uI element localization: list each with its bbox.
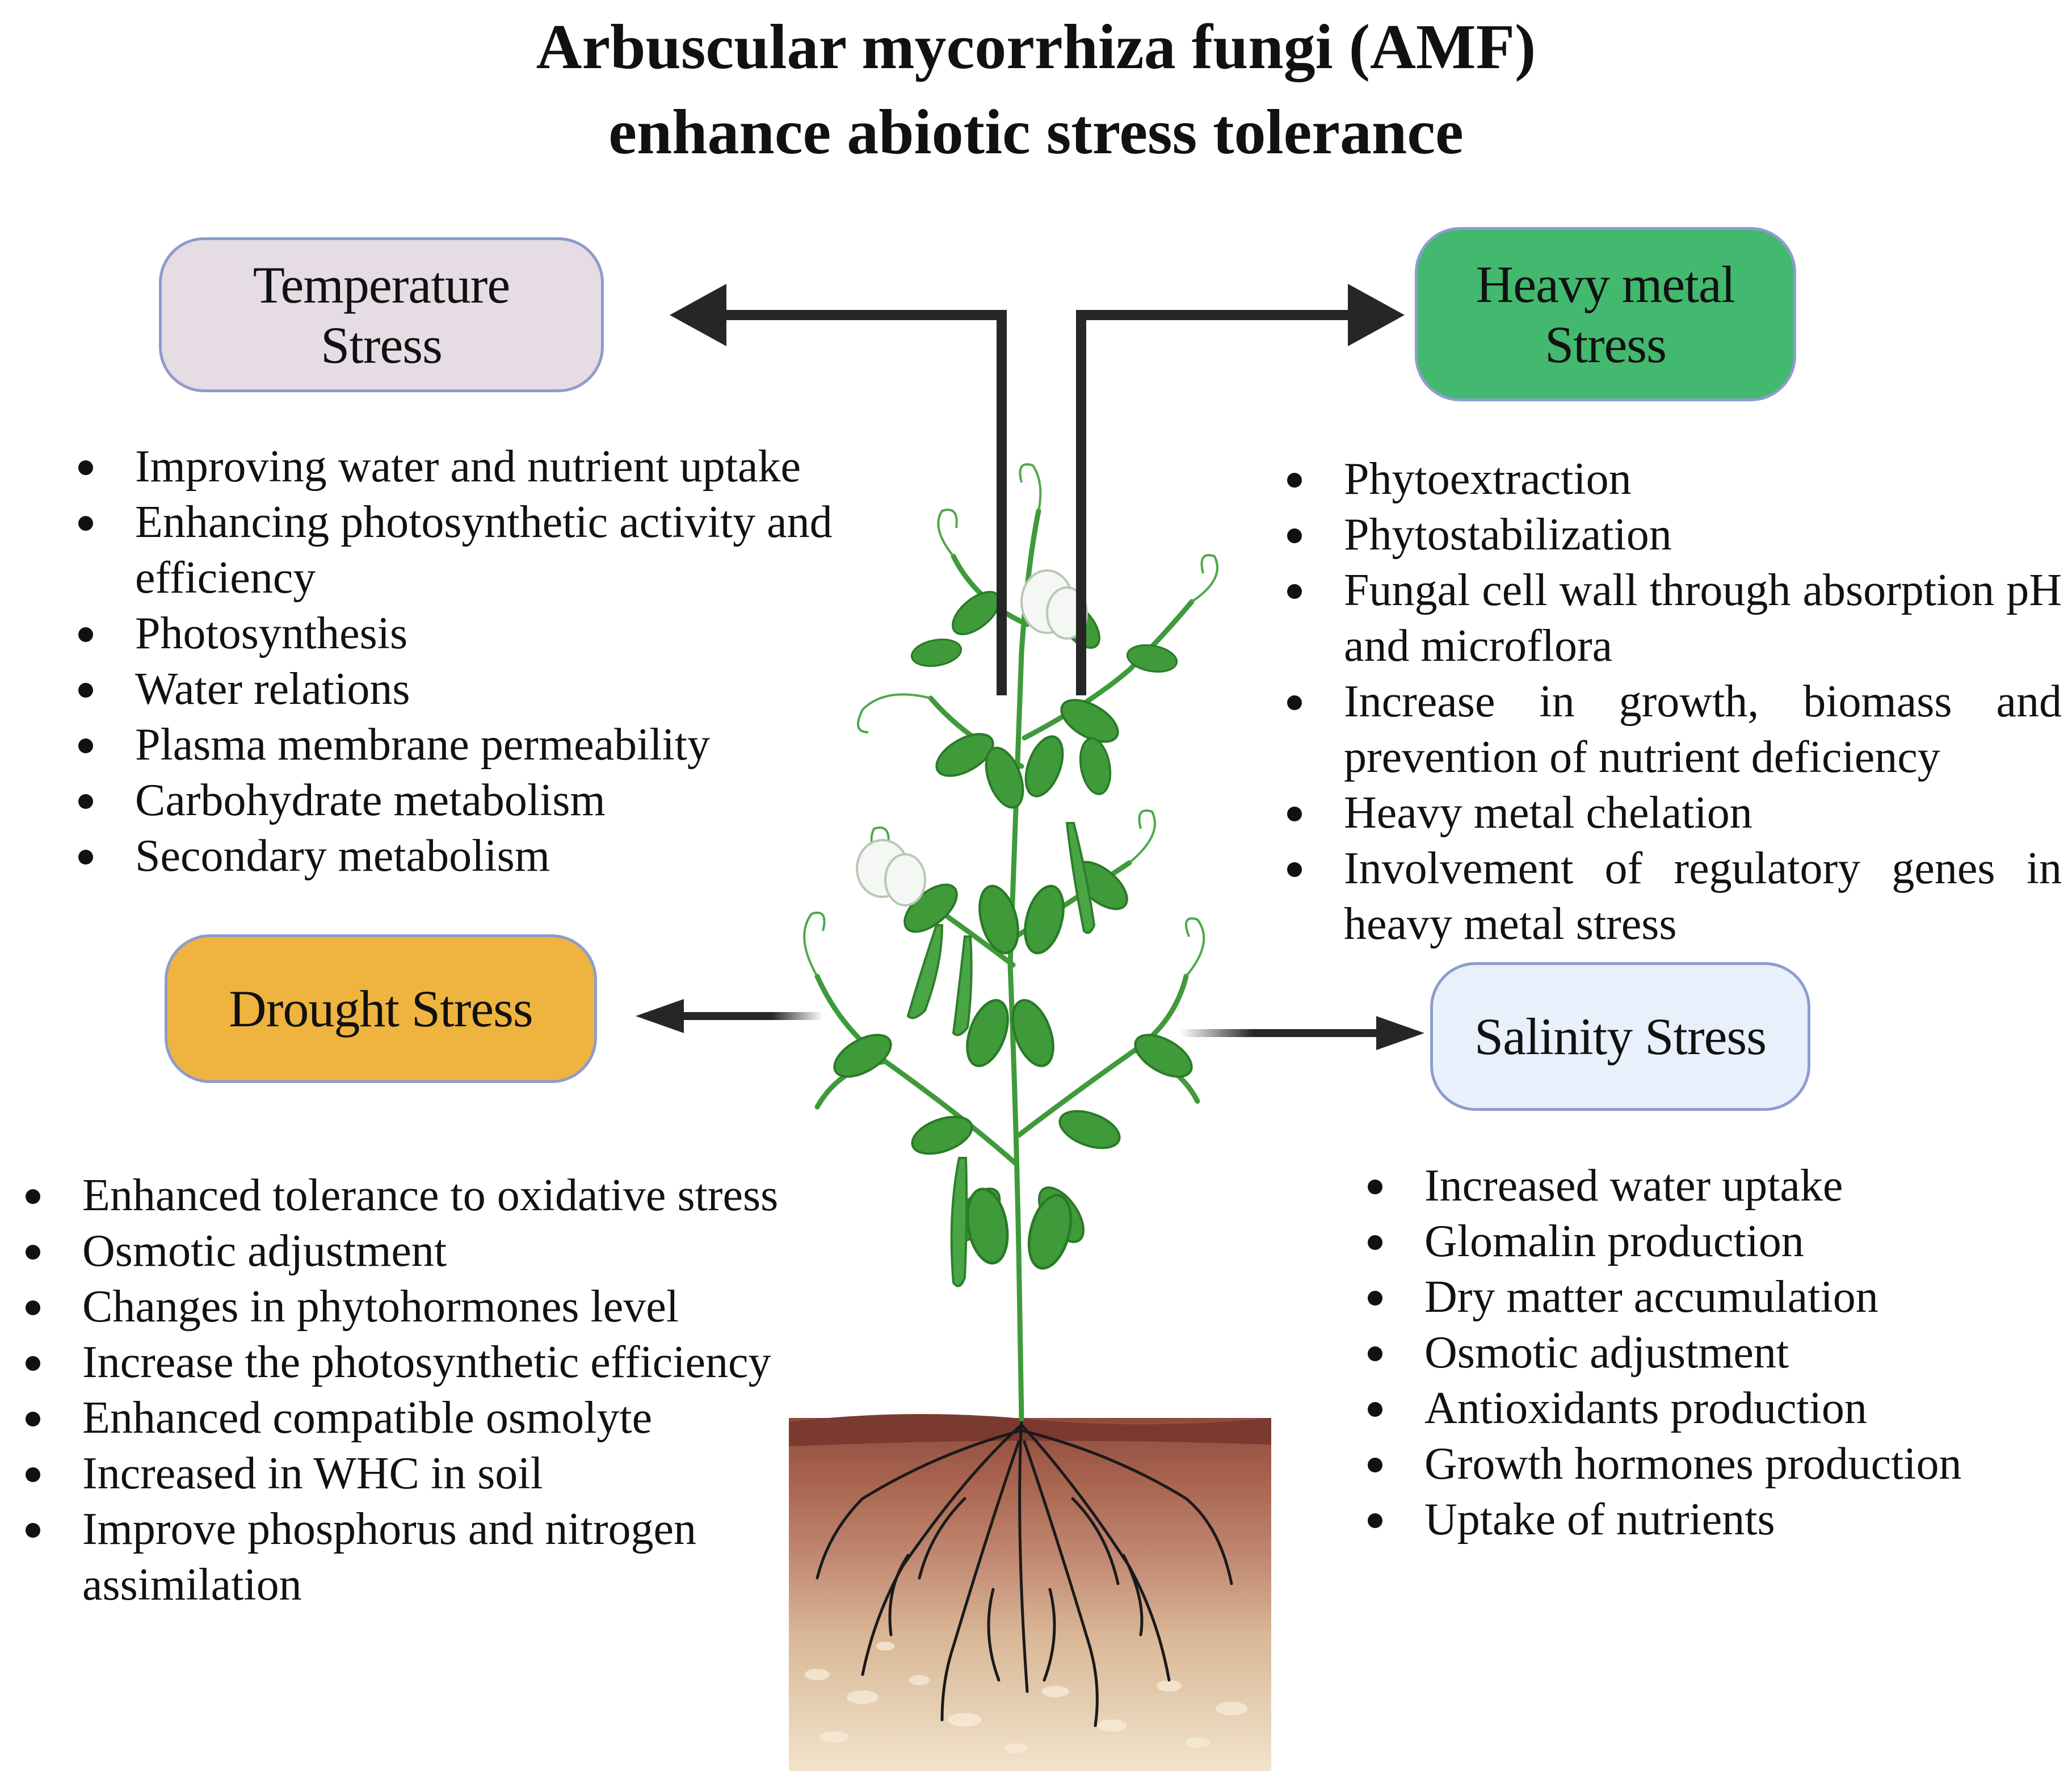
- list-item: Plasma membrane permeability: [78, 717, 896, 773]
- salinity-effects-list: Increased water uptake Glomalin producti…: [1368, 1158, 1992, 1547]
- list-item: Dry matter accumulation: [1368, 1269, 1992, 1325]
- heavy-metal-box-line-2: Stress: [1545, 315, 1667, 373]
- list-item: Enhancing photosynthetic activity and ef…: [78, 494, 896, 606]
- list-item: Heavy metal chelation: [1287, 785, 2062, 841]
- list-item: Improving water and nutrient uptake: [78, 439, 896, 494]
- list-item: Antioxidants production: [1368, 1380, 1992, 1436]
- heavy-metal-effects-list: Phytoextraction Phytostabilization Funga…: [1287, 451, 2062, 952]
- heavy-metal-stress-box: Heavy metal Stress: [1415, 227, 1796, 401]
- list-item: Involvement of regulatory genes in heavy…: [1287, 841, 2062, 952]
- list-item: Increase the photosynthetic efficiency: [26, 1334, 877, 1390]
- list-item: Enhanced compatible osmolyte: [26, 1390, 877, 1446]
- salinity-box-label: Salinity Stress: [1474, 1008, 1767, 1065]
- soil-block: [789, 1414, 1271, 1771]
- list-item: Glomalin production: [1368, 1214, 1992, 1269]
- temperature-stress-box: Temperature Stress: [159, 237, 604, 392]
- temperature-box-line-1: Temperature: [253, 255, 511, 314]
- temperature-effects-list: Improving water and nutrient uptake Enha…: [78, 439, 896, 884]
- list-item: Uptake of nutrients: [1368, 1492, 1992, 1547]
- arrow-temperature: [670, 284, 1007, 695]
- list-item: Secondary metabolism: [78, 828, 896, 884]
- title-line-2: enhance abiotic stress tolerance: [608, 97, 1464, 167]
- roots: [816, 1417, 1233, 1727]
- temperature-box-line-2: Stress: [321, 316, 443, 374]
- list-item: Increased water uptake: [1368, 1158, 1992, 1214]
- list-item: Increased in WHC in soil: [26, 1446, 877, 1501]
- arrow-drought: [636, 999, 823, 1033]
- drought-box-label: Drought Stress: [229, 980, 533, 1038]
- drought-effects-list: Enhanced tolerance to oxidative stress O…: [26, 1168, 877, 1613]
- drought-stress-box: Drought Stress: [165, 934, 597, 1083]
- list-item: Improve phosphorus and nitrogen assimila…: [26, 1501, 877, 1613]
- pea-pods: [906, 822, 1096, 1287]
- list-item: Enhanced tolerance to oxidative stress: [26, 1168, 877, 1223]
- diagram-title: Arbuscular mycorrhiza fungi (AMF) enhanc…: [0, 5, 2072, 175]
- list-item: Osmotic adjustment: [1368, 1325, 1992, 1380]
- arrow-heavy-metal: [1076, 284, 1405, 695]
- list-item: Changes in phytohormones level: [26, 1279, 877, 1334]
- list-item: Growth hormones production: [1368, 1436, 1992, 1492]
- list-item: Fungal cell wall through absorption pH a…: [1287, 563, 2062, 674]
- plant-stem: [814, 508, 1200, 1422]
- list-item: Phytostabilization: [1287, 507, 2062, 563]
- heavy-metal-box-line-1: Heavy metal: [1476, 255, 1735, 313]
- list-item: Osmotic adjustment: [26, 1223, 877, 1279]
- arrow-salinity: [1180, 1016, 1424, 1050]
- list-item: Photosynthesis: [78, 606, 896, 661]
- list-item: Phytoextraction: [1287, 451, 2062, 507]
- pea-flowers: [856, 569, 1088, 907]
- list-item: Water relations: [78, 661, 896, 717]
- list-item: Increase in growth, biomass and preventi…: [1287, 674, 2062, 785]
- salinity-stress-box: Salinity Stress: [1430, 962, 1810, 1111]
- title-line-1: Arbuscular mycorrhiza fungi (AMF): [536, 12, 1536, 82]
- list-item: Carbohydrate metabolism: [78, 773, 896, 828]
